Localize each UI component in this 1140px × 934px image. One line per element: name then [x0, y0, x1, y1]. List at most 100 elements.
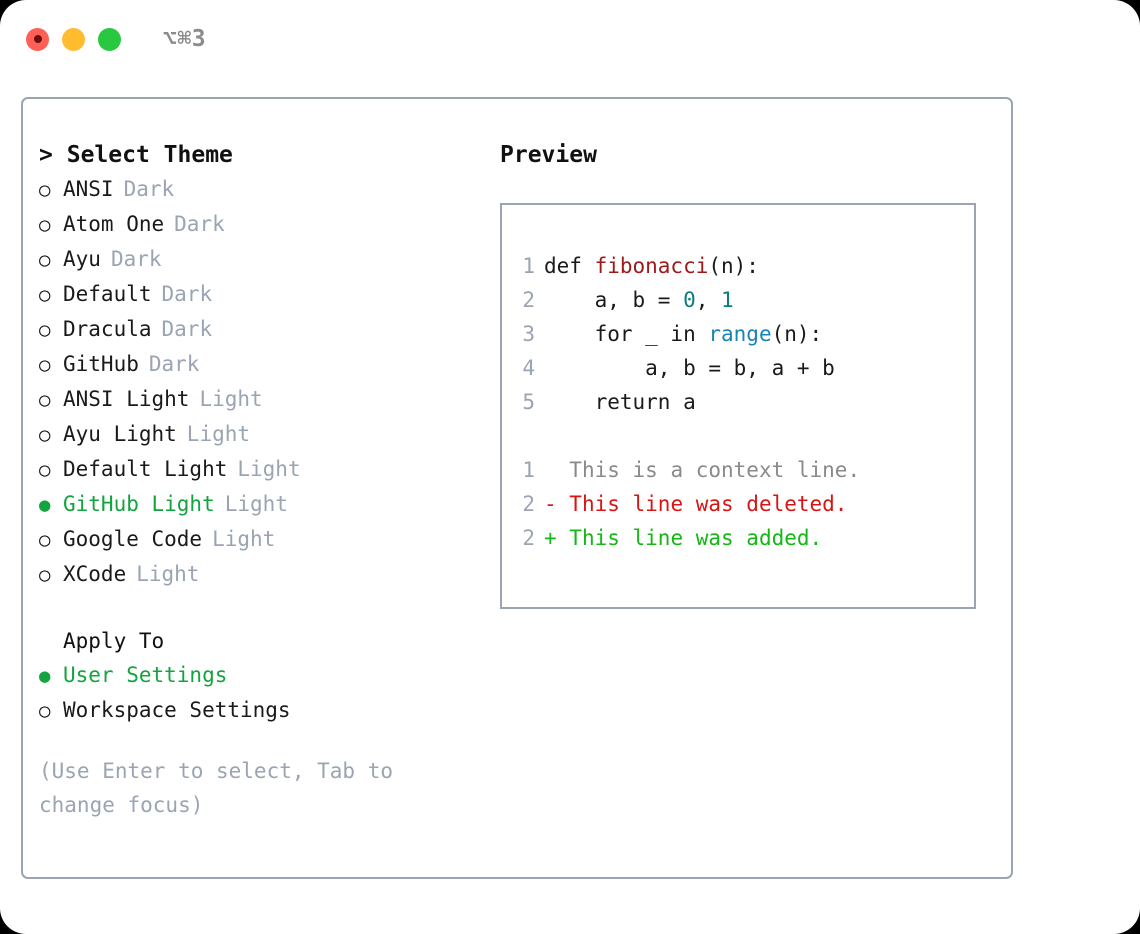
theme-option-variant: Dark	[148, 352, 200, 376]
radio-unselected-icon: ○	[39, 459, 51, 481]
radio-selected-icon: ●	[39, 665, 51, 687]
theme-option-label: Google Code	[63, 527, 203, 551]
zoom-button[interactable]	[98, 27, 121, 51]
code-line: 4 a, b = b, a + b	[502, 351, 974, 385]
radio-unselected-icon: ○	[39, 179, 51, 201]
select-theme-title: Select Theme	[66, 142, 233, 168]
code-line: 3 for _ in range(n):	[502, 317, 974, 351]
theme-option-variant: Light	[186, 422, 251, 446]
theme-option-ansi-light[interactable]: ○ ANSI Light Light	[39, 382, 489, 417]
theme-option-label: Dracula	[63, 317, 152, 341]
close-button[interactable]	[26, 27, 49, 51]
preview-title: Preview	[500, 142, 597, 168]
theme-option-label: Atom One	[63, 212, 165, 236]
theme-option-atom-one[interactable]: ○ Atom One Dark	[39, 207, 489, 242]
radio-unselected-icon: ○	[39, 529, 51, 551]
line-number: 2	[522, 288, 535, 312]
theme-option-github[interactable]: ○ GitHub Dark	[39, 347, 489, 382]
theme-option-default-light[interactable]: ○ Default Light Light	[39, 452, 489, 487]
apply-to-heading: Apply To	[63, 629, 165, 653]
radio-unselected-icon: ○	[39, 424, 51, 446]
code-line: 5 return a	[502, 385, 974, 419]
theme-option-label: ANSI Light	[63, 387, 190, 411]
focus-caret-icon: >	[39, 142, 53, 168]
theme-option-label: Default Light	[63, 457, 228, 481]
diff-line-content: This line was added.	[556, 526, 823, 550]
apply-to-list: ● User Settings ○Workspace Settings	[39, 658, 489, 728]
theme-option-ansi[interactable]: ○ ANSI Dark	[39, 172, 489, 207]
code-token-bi: range	[708, 322, 772, 346]
line-number: 2	[522, 526, 535, 550]
radio-unselected-icon: ○	[39, 564, 51, 586]
diff-sample: 1 This is a context line.2- This line wa…	[502, 453, 974, 555]
code-token-plain: def	[544, 254, 595, 278]
diff-line-content: This line was deleted.	[556, 492, 848, 516]
theme-option-variant: Dark	[110, 247, 162, 271]
spacer	[39, 592, 489, 624]
keyboard-hint-text: (Use Enter to select, Tab to change focu…	[39, 759, 394, 817]
select-theme-heading: > Select Theme	[39, 138, 489, 172]
diff-line: 1 This is a context line.	[502, 453, 974, 487]
radio-unselected-icon: ○	[39, 354, 51, 376]
theme-option-variant: Light	[212, 527, 276, 551]
code-line-content: def fibonacci(n):	[544, 249, 759, 283]
radio-unselected-icon: ○	[39, 284, 51, 306]
code-token-plain: ,	[695, 288, 722, 312]
radio-unselected-icon: ○	[39, 319, 51, 341]
theme-option-variant: Dark	[161, 317, 213, 341]
code-token-plain: return a	[544, 390, 696, 414]
spacer	[502, 419, 974, 453]
theme-option-variant: Dark	[174, 212, 225, 236]
code-token-plain: a, b = b, a + b	[544, 356, 835, 380]
radio-selected-icon: ●	[39, 494, 51, 516]
apply-to-option-label: User Settings	[63, 663, 228, 687]
theme-option-variant: Light	[224, 492, 288, 516]
code-line: 2 a, b = 0, 1	[502, 283, 974, 317]
line-number: 1	[522, 254, 535, 278]
theme-option-dracula[interactable]: ○ Dracula Dark	[39, 312, 489, 347]
radio-unselected-icon: ○	[39, 214, 51, 236]
theme-option-label: GitHub	[63, 352, 139, 376]
code-line-content: return a	[544, 385, 696, 419]
theme-option-variant: Light	[199, 387, 263, 411]
diff-line: 2- This line was deleted.	[502, 487, 974, 521]
theme-option-variant: Light	[136, 562, 200, 586]
theme-option-variant: Light	[237, 457, 301, 481]
radio-unselected-icon: ○	[39, 389, 51, 411]
line-number: 5	[522, 390, 535, 414]
theme-option-google-code[interactable]: ○ Google Code Light	[39, 522, 489, 557]
line-number: 3	[522, 322, 535, 346]
code-token-plain: (n):	[708, 254, 759, 278]
apply-to-option-user-settings[interactable]: ● User Settings	[39, 658, 489, 693]
theme-option-label: ANSI	[63, 177, 114, 201]
apply-to-option-label: Workspace Settings	[63, 698, 291, 722]
code-token-plain: for _ in	[544, 322, 709, 346]
window-controls	[26, 27, 121, 51]
code-token-num: 0	[683, 288, 696, 312]
minimize-button[interactable]	[62, 27, 85, 51]
code-line-content: for _ in range(n):	[544, 317, 823, 351]
theme-option-variant: Dark	[123, 177, 175, 201]
code-line: 1 def fibonacci(n):	[502, 249, 974, 283]
line-number: 1	[522, 458, 535, 482]
code-token-fn: fibonacci	[594, 254, 709, 278]
diff-sign: -	[544, 492, 557, 516]
code-token-num: 1	[721, 288, 734, 312]
theme-option-variant: Dark	[161, 282, 213, 306]
code-line-content: a, b = b, a + b	[544, 351, 835, 385]
line-number: 4	[522, 356, 535, 380]
spacer	[39, 728, 489, 754]
radio-unselected-icon: ○	[39, 249, 51, 271]
apply-to-option-workspace-settings[interactable]: ○Workspace Settings	[39, 693, 489, 728]
diff-sign	[544, 453, 557, 487]
